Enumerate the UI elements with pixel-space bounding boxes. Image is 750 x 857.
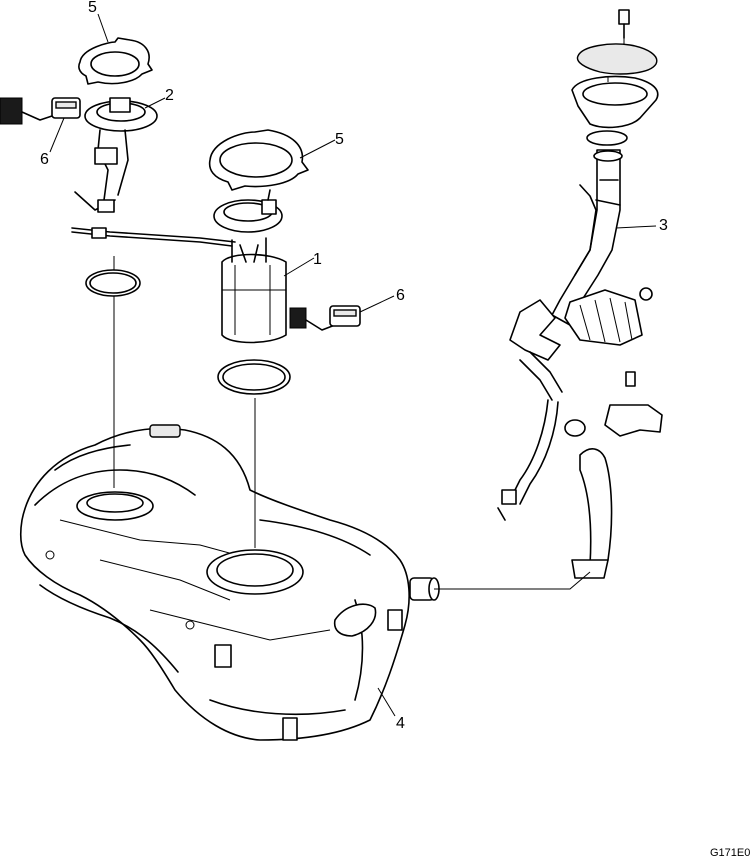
callout-6-right: 6	[359, 287, 405, 313]
callout-label: 5	[335, 131, 344, 148]
callout-2: 2	[144, 87, 174, 109]
figure-code: G171E01	[710, 847, 750, 857]
callout-label: 3	[659, 217, 668, 234]
filler-pipe-assembly	[434, 9, 663, 590]
callout-label: 2	[165, 87, 174, 104]
callout-label: 6	[40, 151, 49, 168]
fuel-tank	[19, 424, 440, 741]
callout-label: 5	[88, 0, 97, 16]
callout-5-top: 5	[88, 0, 109, 43]
callout-1: 1	[283, 251, 322, 277]
wiring-connector-right	[289, 305, 361, 331]
wiring-connector-left	[0, 97, 81, 125]
fuel-sender-left	[71, 37, 236, 297]
callout-3: 3	[615, 217, 668, 234]
callout-4: 4	[377, 687, 405, 732]
assembly-guide-lines	[113, 38, 625, 548]
callout-label: 4	[396, 715, 405, 732]
callout-label: 6	[396, 287, 405, 304]
callout-label: 1	[313, 251, 322, 268]
fuel-pump-module	[208, 129, 309, 395]
callout-6-left: 6	[40, 117, 65, 168]
callout-5-center: 5	[299, 131, 344, 159]
